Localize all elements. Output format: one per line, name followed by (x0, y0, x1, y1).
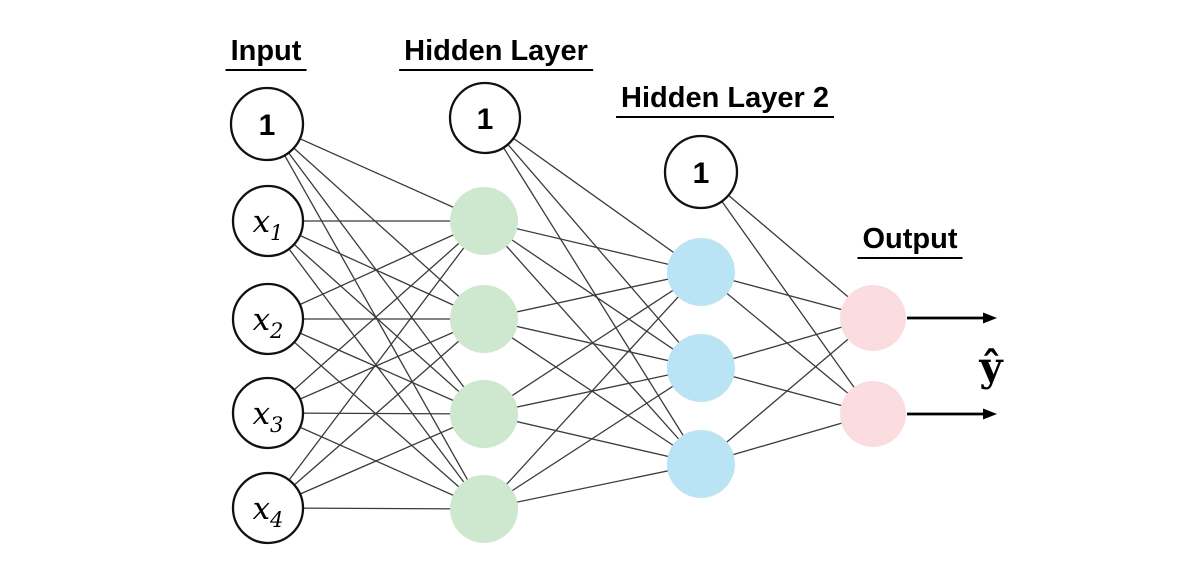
output-arrow-head-1 (983, 312, 997, 324)
node-h2-1 (667, 238, 735, 306)
node-out-2 (840, 381, 906, 447)
node-x1 (231, 184, 305, 258)
header-input: Input (225, 36, 307, 71)
edge-h1-bias-h2-2 (484, 117, 702, 369)
edge-h1-bias-h2-3 (484, 117, 702, 465)
node-h1-2 (450, 285, 518, 353)
header-hidden-layer: Hidden Layer (399, 36, 593, 71)
edge-input-bias-h1-1 (266, 123, 485, 222)
edge-x4-h1-3 (267, 413, 485, 509)
edge-h1-1-h2-1 (483, 220, 702, 273)
node-h1-4 (450, 475, 518, 543)
edge-h2-bias-out-2 (700, 171, 874, 415)
node-label-h1-bias: 1 (477, 103, 494, 136)
node-label-x1: x1 (253, 204, 284, 245)
node-x3 (231, 376, 305, 450)
edge-h1-4-h2-2 (483, 367, 702, 510)
node-label-x3: x3 (253, 396, 284, 437)
node-h2-3 (667, 430, 735, 498)
edge-x2-h1-1 (267, 220, 485, 320)
edge-x3-h1-1 (267, 220, 485, 414)
edge-h1-4-h2-3 (483, 463, 702, 510)
edge-h1-bias-h2-1 (484, 117, 702, 273)
node-input-bias (229, 86, 305, 162)
edge-h2-bias-out-1 (700, 171, 874, 319)
node-h2-bias (663, 134, 739, 210)
header-hidden-layer-2: Hidden Layer 2 (616, 83, 834, 118)
edge-h2-3-out-1 (700, 317, 874, 465)
node-x4 (231, 471, 305, 545)
edge-h1-4-h2-1 (483, 271, 702, 510)
node-h1-3 (450, 380, 518, 448)
edge-x4-h1-2 (267, 318, 485, 509)
node-h2-2 (667, 334, 735, 402)
node-label-h2-bias: 1 (693, 157, 710, 190)
output-arrow-head-2 (983, 408, 997, 420)
node-h1-1 (450, 187, 518, 255)
edge-h1-1-h2-2 (483, 220, 702, 369)
header-output: Output (857, 224, 963, 259)
node-x2 (231, 282, 305, 356)
edge-h1-2-h2-1 (483, 271, 702, 320)
node-h1-bias (448, 81, 522, 155)
y-hat-label: ŷ (979, 343, 1003, 391)
edge-x4-h1-1 (267, 220, 485, 509)
edge-x3-h1-2 (267, 318, 485, 414)
edge-h1-3-h2-1 (483, 271, 702, 415)
node-label-input-bias: 1 (259, 109, 276, 142)
node-out-1 (840, 285, 906, 351)
edge-input-bias-h1-3 (266, 123, 485, 415)
